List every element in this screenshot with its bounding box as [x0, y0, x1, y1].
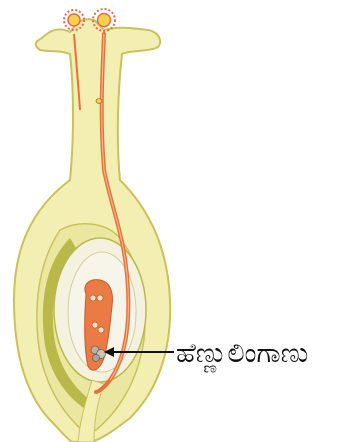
- polar-nucleus: [90, 295, 96, 301]
- tube-nucleus: [96, 99, 102, 104]
- synergid: [93, 355, 100, 362]
- polar-nucleus: [97, 295, 103, 301]
- stigma-right: [93, 9, 115, 31]
- central-nucleus: [98, 327, 104, 333]
- egg-cell-label: ಹೆಣ್ಣುಲಿಂಗಾಣು: [176, 340, 308, 367]
- central-nucleus: [92, 322, 98, 328]
